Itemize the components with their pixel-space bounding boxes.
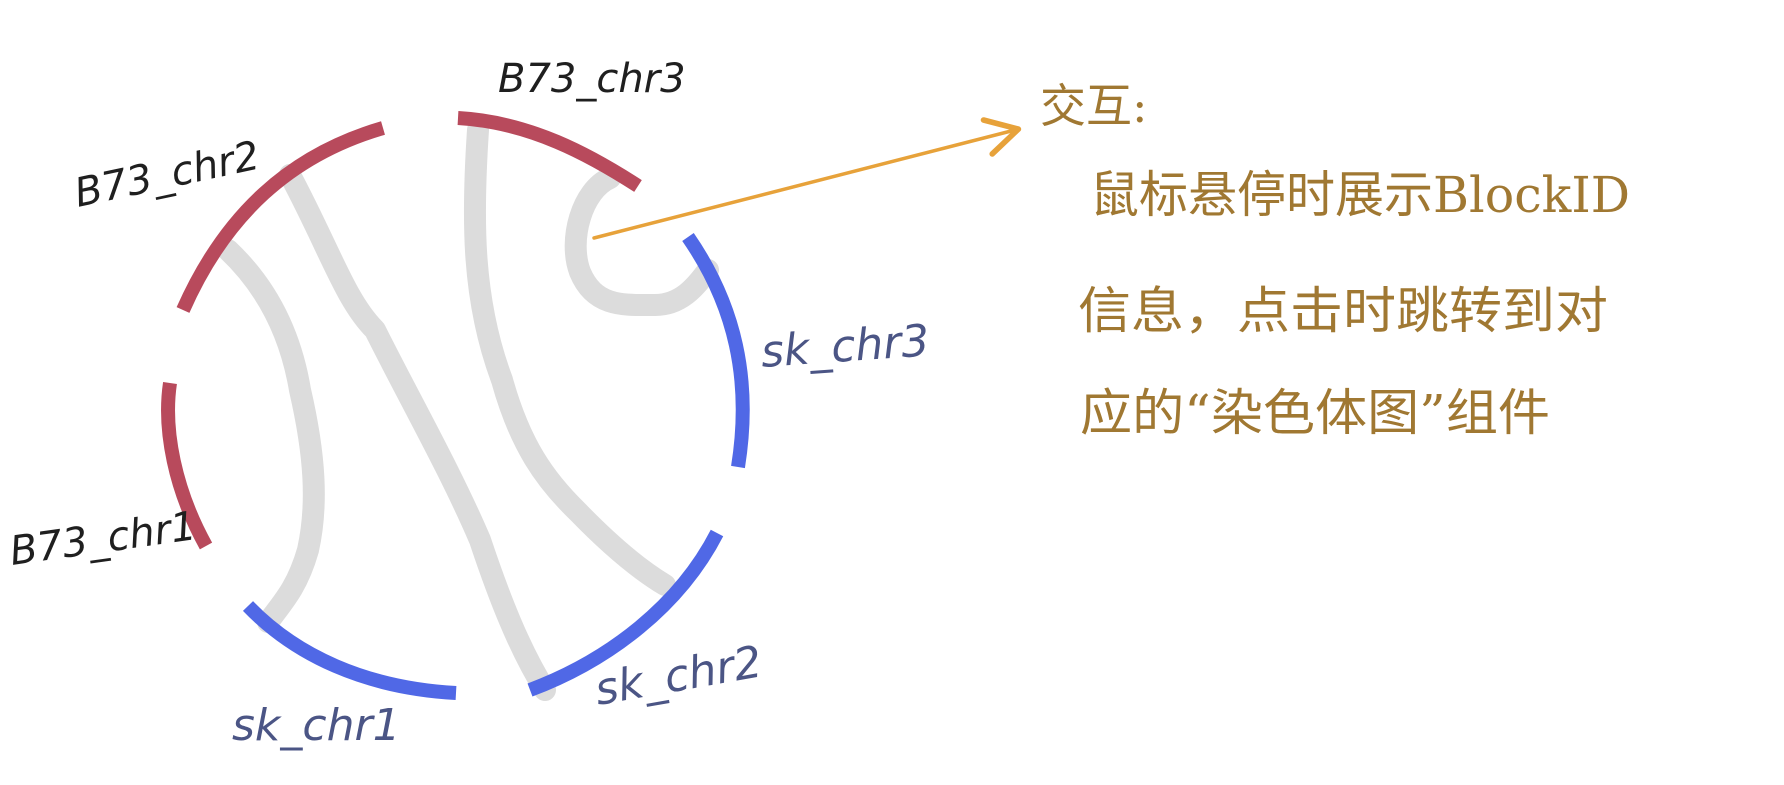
arc-sk-chr2[interactable] (527, 529, 724, 697)
label-b73-chr2: B73_chr2 (71, 133, 264, 217)
link-b73-chr2-sk-chr2[interactable] (279, 164, 556, 701)
label-b73-chr1: B73_chr1 (7, 503, 199, 575)
label-sk-chr1: sk_chr1 (232, 700, 401, 751)
annotation-arrow (592, 117, 1022, 240)
annotation-title: 交互: (1040, 79, 1148, 133)
link-b73-chr3-sk-chr3[interactable] (564, 167, 719, 317)
arc-sk-chr1[interactable] (242, 601, 457, 700)
annotation-line-2: 信息，点击时跳转到对 (1078, 282, 1608, 340)
annotation-line-3: 应的“染色体图”组件 (1080, 384, 1550, 442)
arc-b73-chr1[interactable] (161, 381, 213, 550)
annotation-line-1: 鼠标悬停时展示BlockID (1090, 166, 1630, 224)
link-b73-chr2-sk-chr1[interactable] (217, 239, 325, 633)
arc-b73-chr2[interactable] (176, 121, 385, 313)
arc-sk-chr3[interactable] (682, 233, 750, 469)
link-b73-chr3-sk-chr2[interactable] (463, 119, 676, 596)
arc-b73-chr3[interactable] (457, 111, 642, 192)
label-b73-chr3: B73_chr3 (498, 56, 686, 102)
label-sk-chr3: sk_chr3 (759, 315, 931, 378)
